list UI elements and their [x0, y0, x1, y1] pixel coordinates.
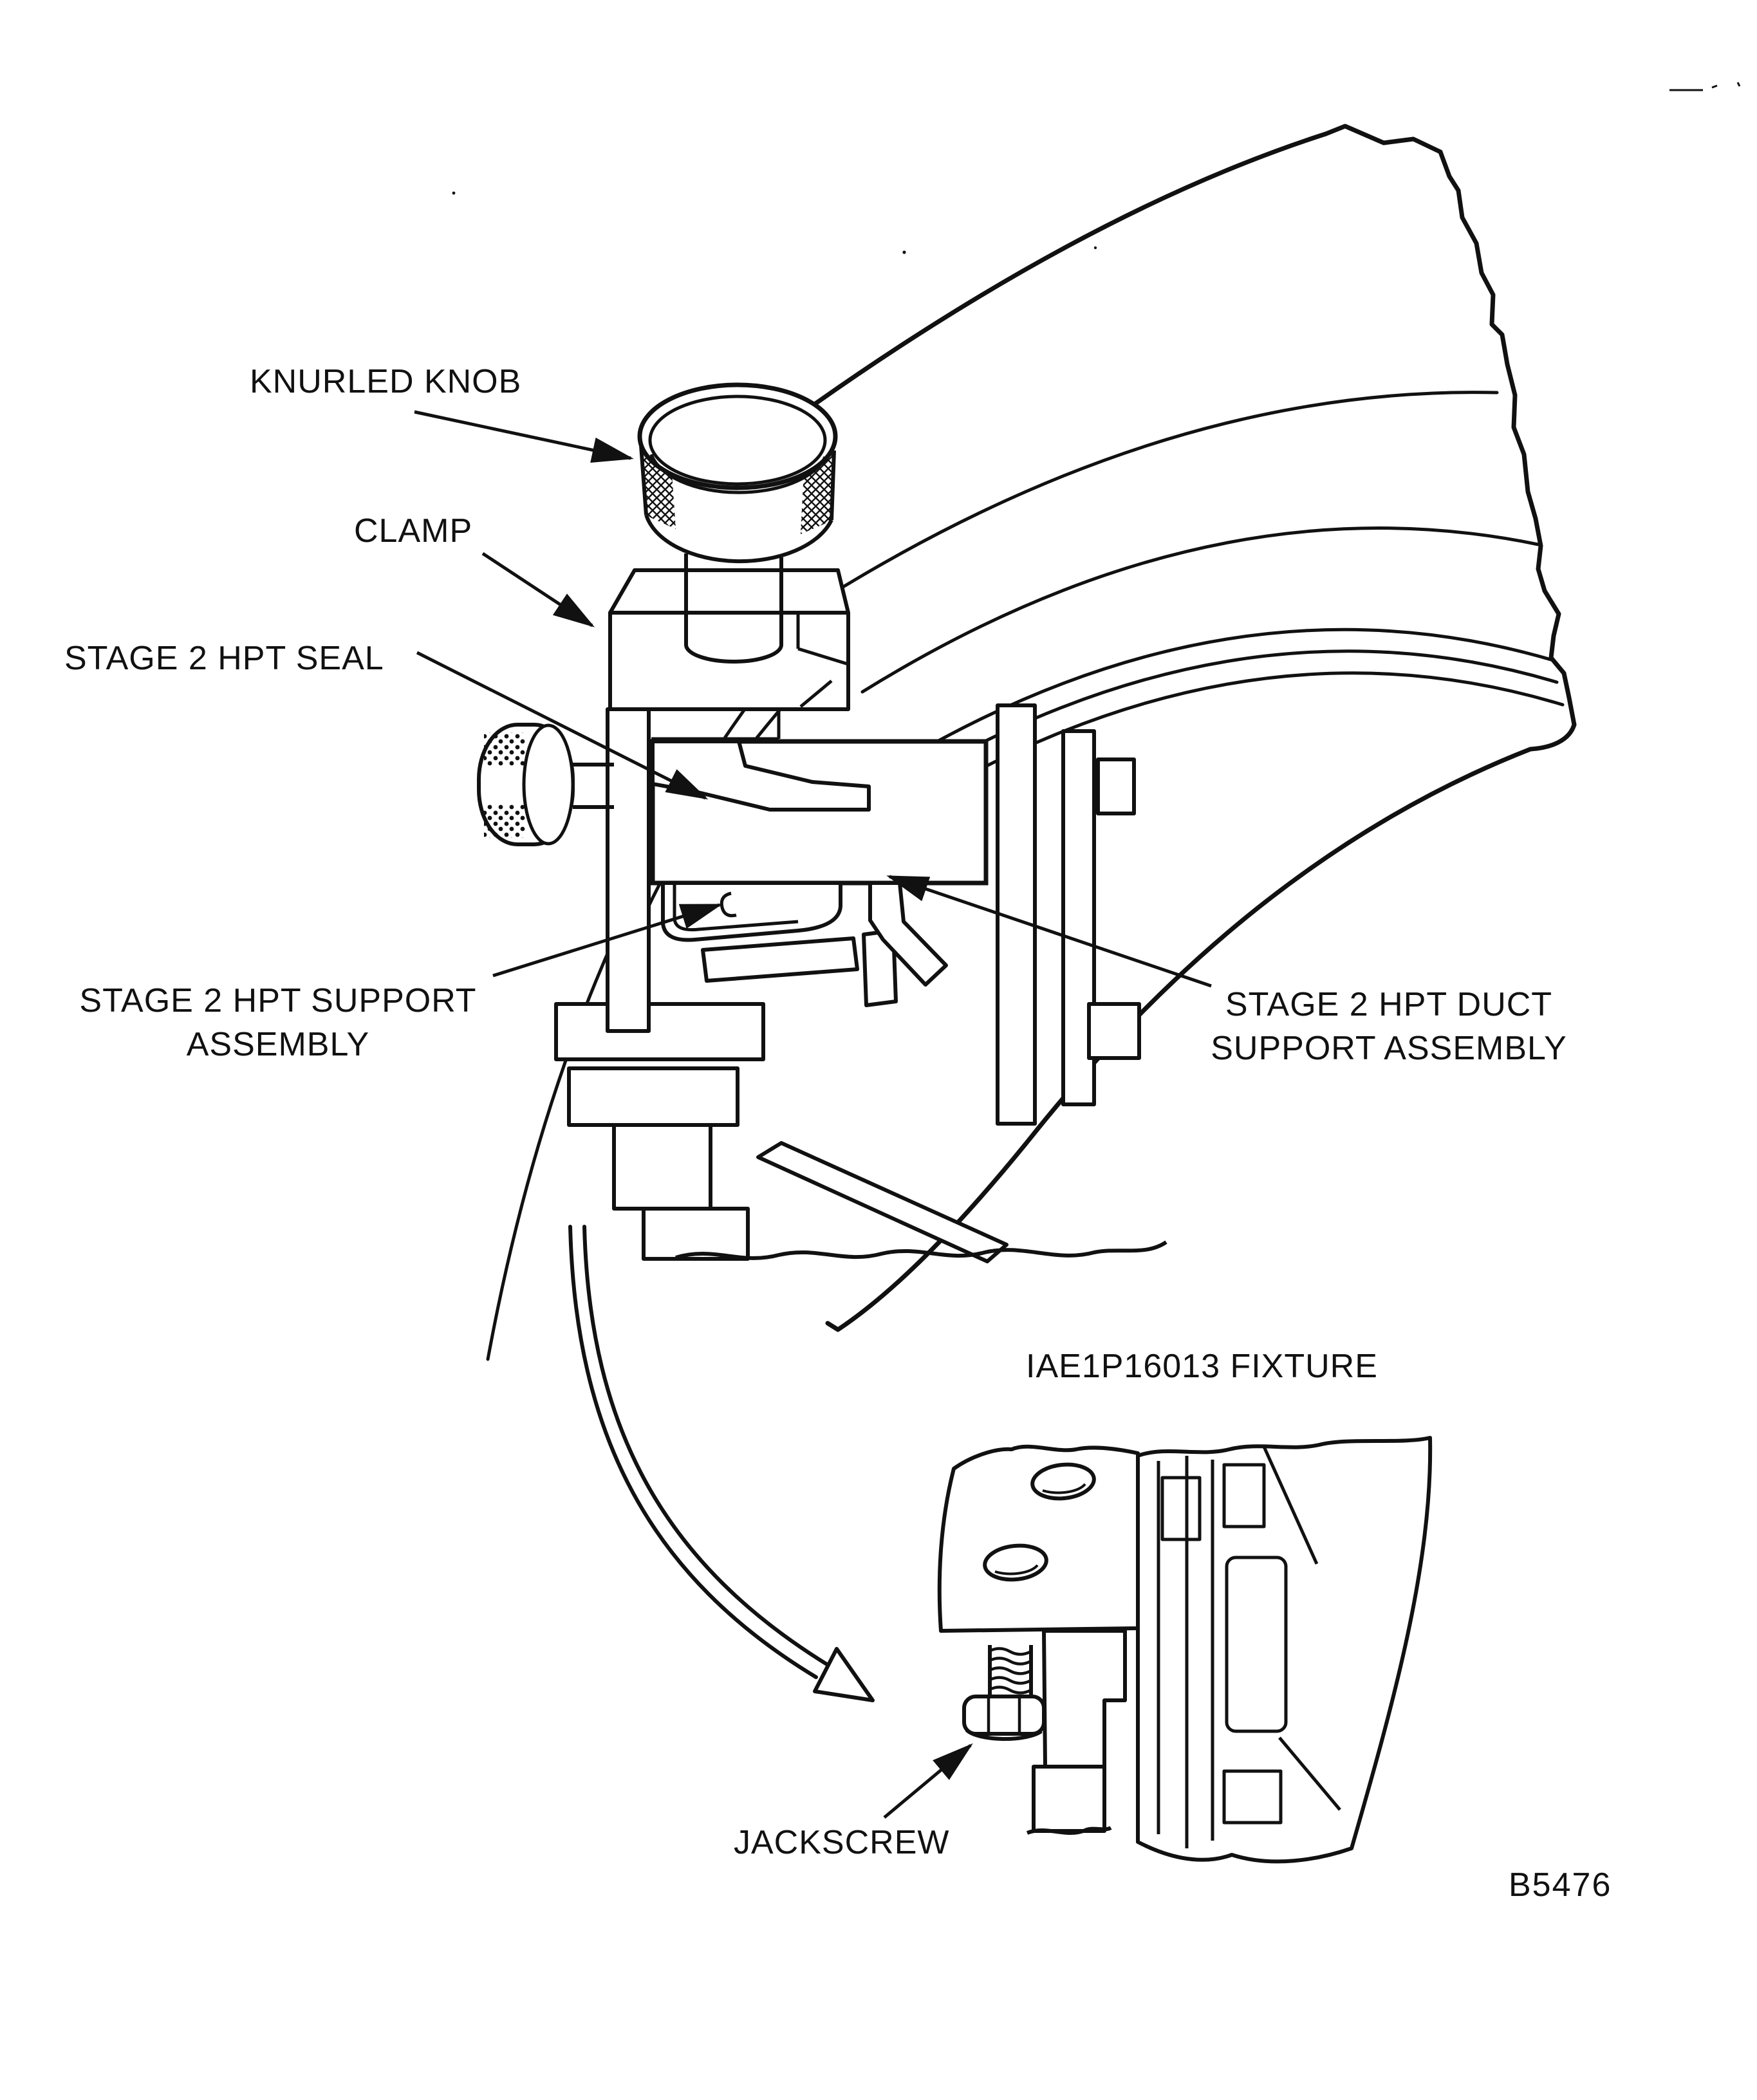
label-jackscrew: JACKSCREW: [734, 1824, 949, 1861]
leader-stage2-hpt-support: [492, 903, 723, 978]
label-stage2-hpt-duct-line1: STAGE 2 HPT DUCT: [1225, 986, 1552, 1023]
detail-transfer-arrow: [568, 1225, 875, 1702]
leader-knurled-knob: [414, 410, 634, 463]
figure-code: B5476: [1509, 1866, 1612, 1904]
callout-labels: KNURLED KNOB CLAMP STAGE 2 HPT SEAL STAG…: [64, 363, 1612, 1904]
leader-stage2-hpt-seal: [416, 651, 709, 800]
knurled-knob-part: [637, 382, 838, 664]
leader-stage2-hpt-duct: [886, 875, 1212, 988]
label-stage2-hpt-seal: STAGE 2 HPT SEAL: [64, 640, 384, 677]
clamp-thumbscrew: [477, 723, 614, 846]
label-stage2-hpt-duct-line2: SUPPORT ASSEMBLY: [1211, 1030, 1567, 1067]
label-clamp: CLAMP: [354, 512, 472, 550]
scan-marks: [452, 82, 1741, 254]
label-fixture: IAE1P16013 FIXTURE: [1026, 1348, 1378, 1385]
leader-jackscrew: [883, 1743, 973, 1819]
stage2-hpt-support-assembly-section: [554, 1002, 1009, 1263]
label-stage2-hpt-support-line2: ASSEMBLY: [187, 1026, 369, 1063]
fixture-bracket-plate: [937, 1444, 1140, 1633]
jackscrew-part: [962, 1645, 1046, 1742]
callout-leaders: [414, 410, 1212, 1819]
fixture-bolt-holes: [983, 1462, 1096, 1582]
label-stage2-hpt-support-line1: STAGE 2 HPT SUPPORT: [79, 982, 476, 1019]
label-knurled-knob: KNURLED KNOB: [250, 363, 521, 400]
fixture-duct-section: [1136, 1436, 1433, 1864]
fixture-detail-view: [937, 1436, 1433, 1864]
leader-clamp: [481, 552, 595, 627]
stage2-hpt-duct-section: [675, 703, 1167, 1260]
